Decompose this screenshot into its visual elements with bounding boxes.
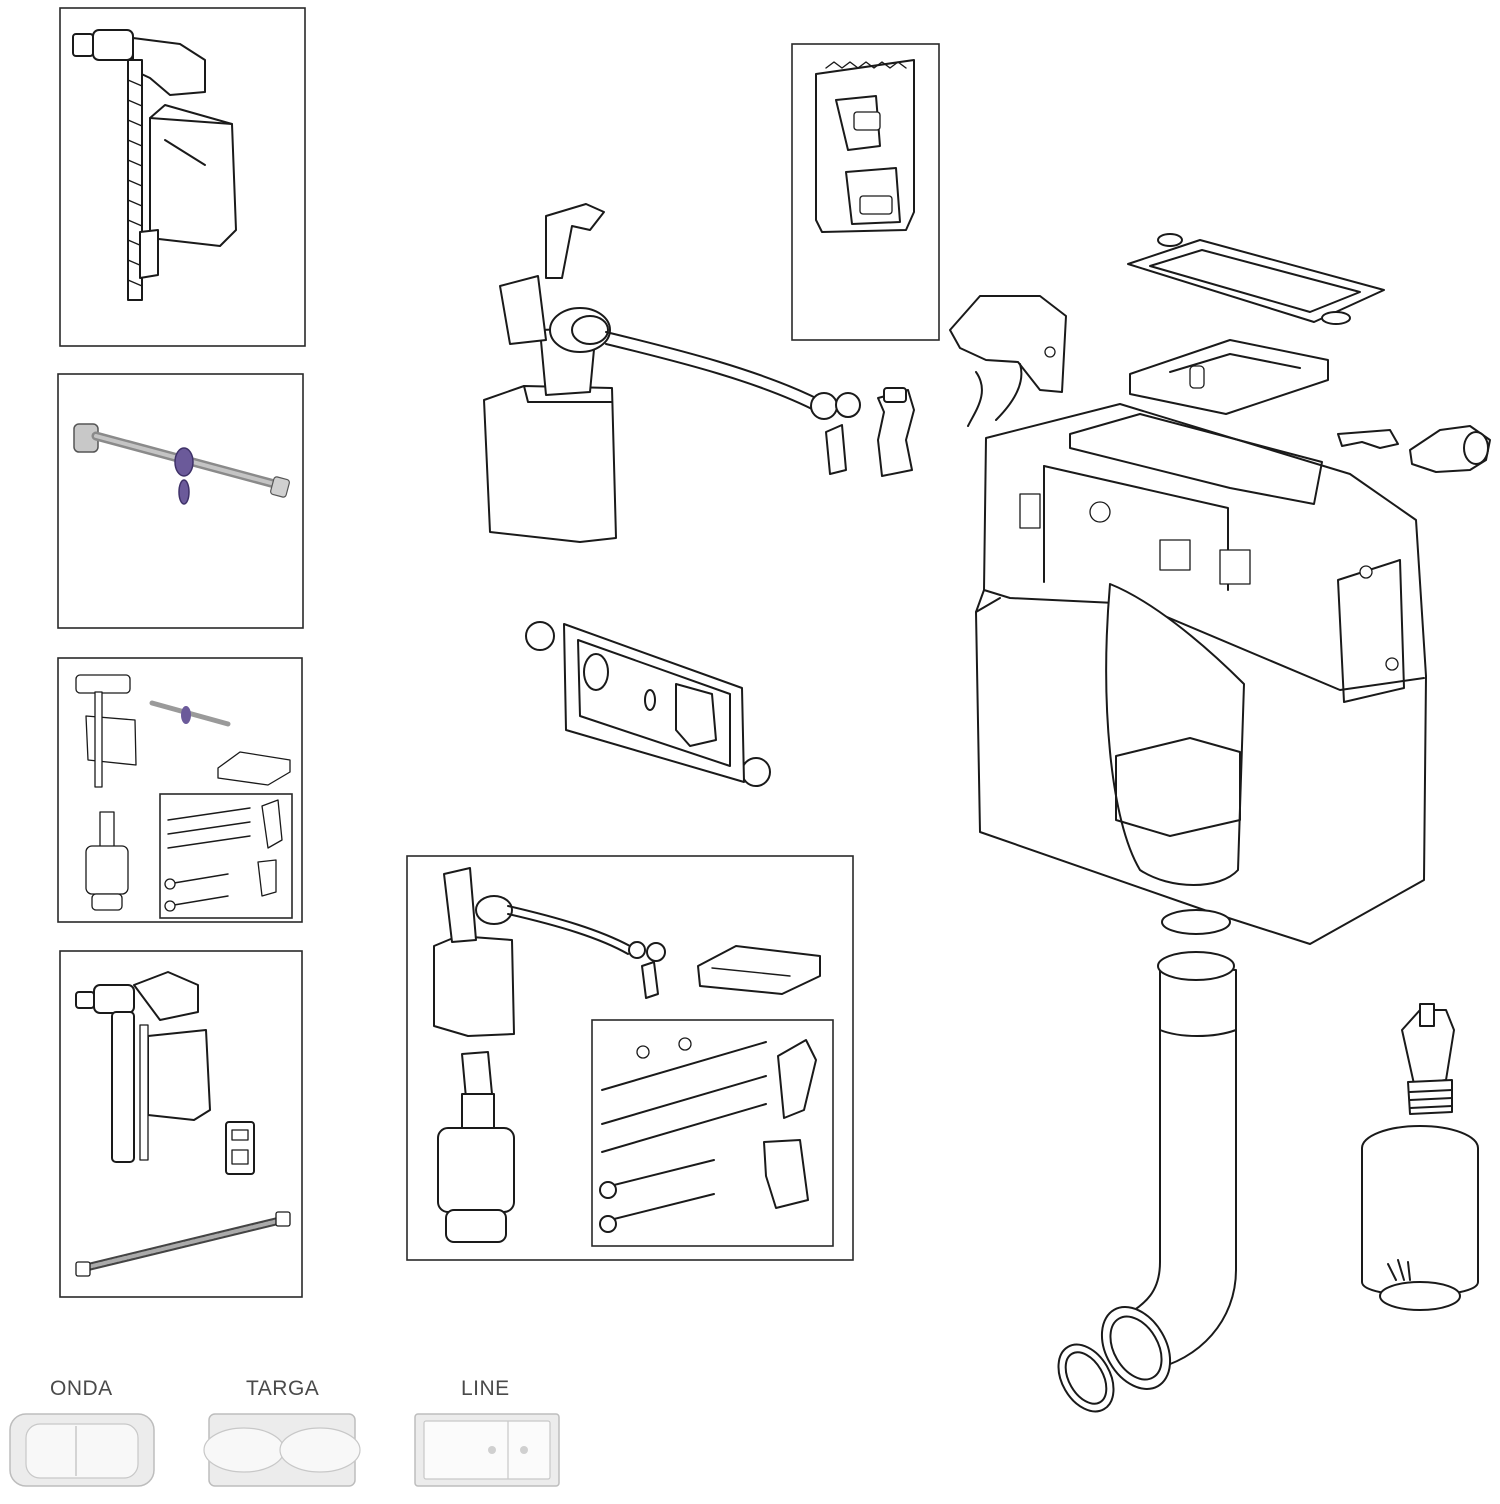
side-fill-valve-icon bbox=[75, 971, 211, 1163]
kit-flush-valve-icon bbox=[85, 811, 129, 911]
top-frame bbox=[1127, 233, 1385, 325]
inset-kit-large bbox=[406, 855, 854, 1261]
fill-valve-with-hose bbox=[483, 203, 915, 543]
cistern-body bbox=[975, 403, 1427, 945]
kit-large-fill-valve-icon bbox=[433, 867, 666, 1037]
flush-valve bbox=[1361, 1003, 1479, 1311]
fill-valve-icon bbox=[72, 29, 237, 301]
kit-hose-icon bbox=[149, 700, 231, 727]
inset-hose bbox=[57, 373, 304, 629]
kit-large-bracket-icon bbox=[697, 945, 821, 995]
kit-large-rods-icon bbox=[599, 1037, 817, 1233]
outlet-pipe bbox=[1057, 909, 1237, 1413]
inset-valve-braided bbox=[59, 950, 303, 1298]
kit-bracket-icon bbox=[217, 751, 291, 786]
inset-fill-valve bbox=[59, 7, 306, 347]
small-part-icon bbox=[225, 1121, 255, 1175]
plate-label-onda: ONDA bbox=[50, 1377, 113, 1400]
flush-plate-targa bbox=[203, 1413, 361, 1487]
kit-fill-valve-icon bbox=[75, 674, 137, 788]
release-mechanism bbox=[949, 295, 1067, 427]
flush-plate-onda bbox=[9, 1413, 155, 1487]
flush-plate-line bbox=[414, 1413, 560, 1487]
mounting-tray bbox=[1129, 339, 1329, 415]
cover-frame-icon bbox=[815, 59, 915, 233]
plate-label-line: LINE bbox=[461, 1377, 510, 1400]
flexible-hose-icon bbox=[73, 423, 290, 505]
plate-label-targa: TARGA bbox=[246, 1377, 320, 1400]
inset-cover-frame bbox=[791, 43, 940, 341]
kit-large-flush-valve-icon bbox=[437, 1051, 515, 1243]
clip-and-elbow bbox=[1337, 425, 1491, 473]
kit-rods-icon bbox=[164, 799, 283, 912]
braided-hose-icon bbox=[75, 1211, 291, 1277]
inset-kit-small bbox=[57, 657, 303, 923]
wall-plate bbox=[525, 621, 771, 787]
